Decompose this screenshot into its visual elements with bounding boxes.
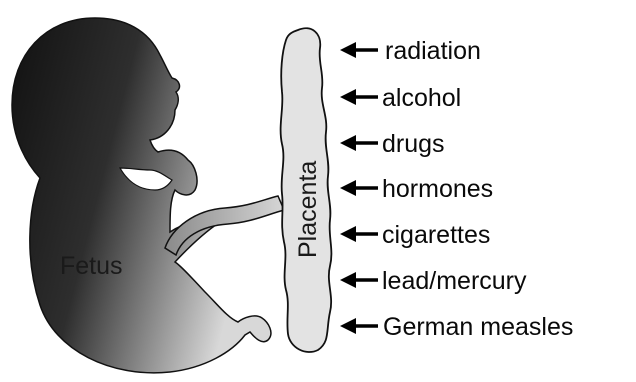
- agent-item: lead/mercury: [340, 267, 527, 295]
- agent-label: hormones: [382, 175, 493, 203]
- agent-label: drugs: [382, 130, 445, 158]
- agent-label: lead/mercury: [382, 267, 527, 295]
- agent-item: German measles: [340, 313, 573, 341]
- agent-label: German measles: [383, 313, 573, 341]
- agent-item: radiation: [340, 37, 481, 65]
- agent-label: alcohol: [382, 84, 461, 112]
- left-arrow-icon: [340, 180, 378, 196]
- fetus-silhouette: [12, 18, 271, 373]
- agent-item: alcohol: [340, 84, 461, 112]
- agent-label: radiation: [385, 37, 481, 65]
- placenta-label: Placenta: [294, 161, 322, 258]
- agent-label: cigarettes: [382, 221, 490, 249]
- left-arrow-icon: [340, 135, 378, 151]
- left-arrow-icon: [340, 318, 378, 334]
- agent-item: hormones: [340, 175, 493, 203]
- left-arrow-icon: [340, 42, 378, 58]
- left-arrow-icon: [340, 89, 378, 105]
- left-arrow-icon: [340, 272, 378, 288]
- left-arrow-icon: [340, 226, 378, 242]
- agent-item: cigarettes: [340, 221, 490, 249]
- agent-list: radiation alcohol drugs hormones cigarettes l…: [340, 37, 573, 341]
- agent-item: drugs: [340, 130, 445, 158]
- fetus-label: Fetus: [60, 252, 123, 280]
